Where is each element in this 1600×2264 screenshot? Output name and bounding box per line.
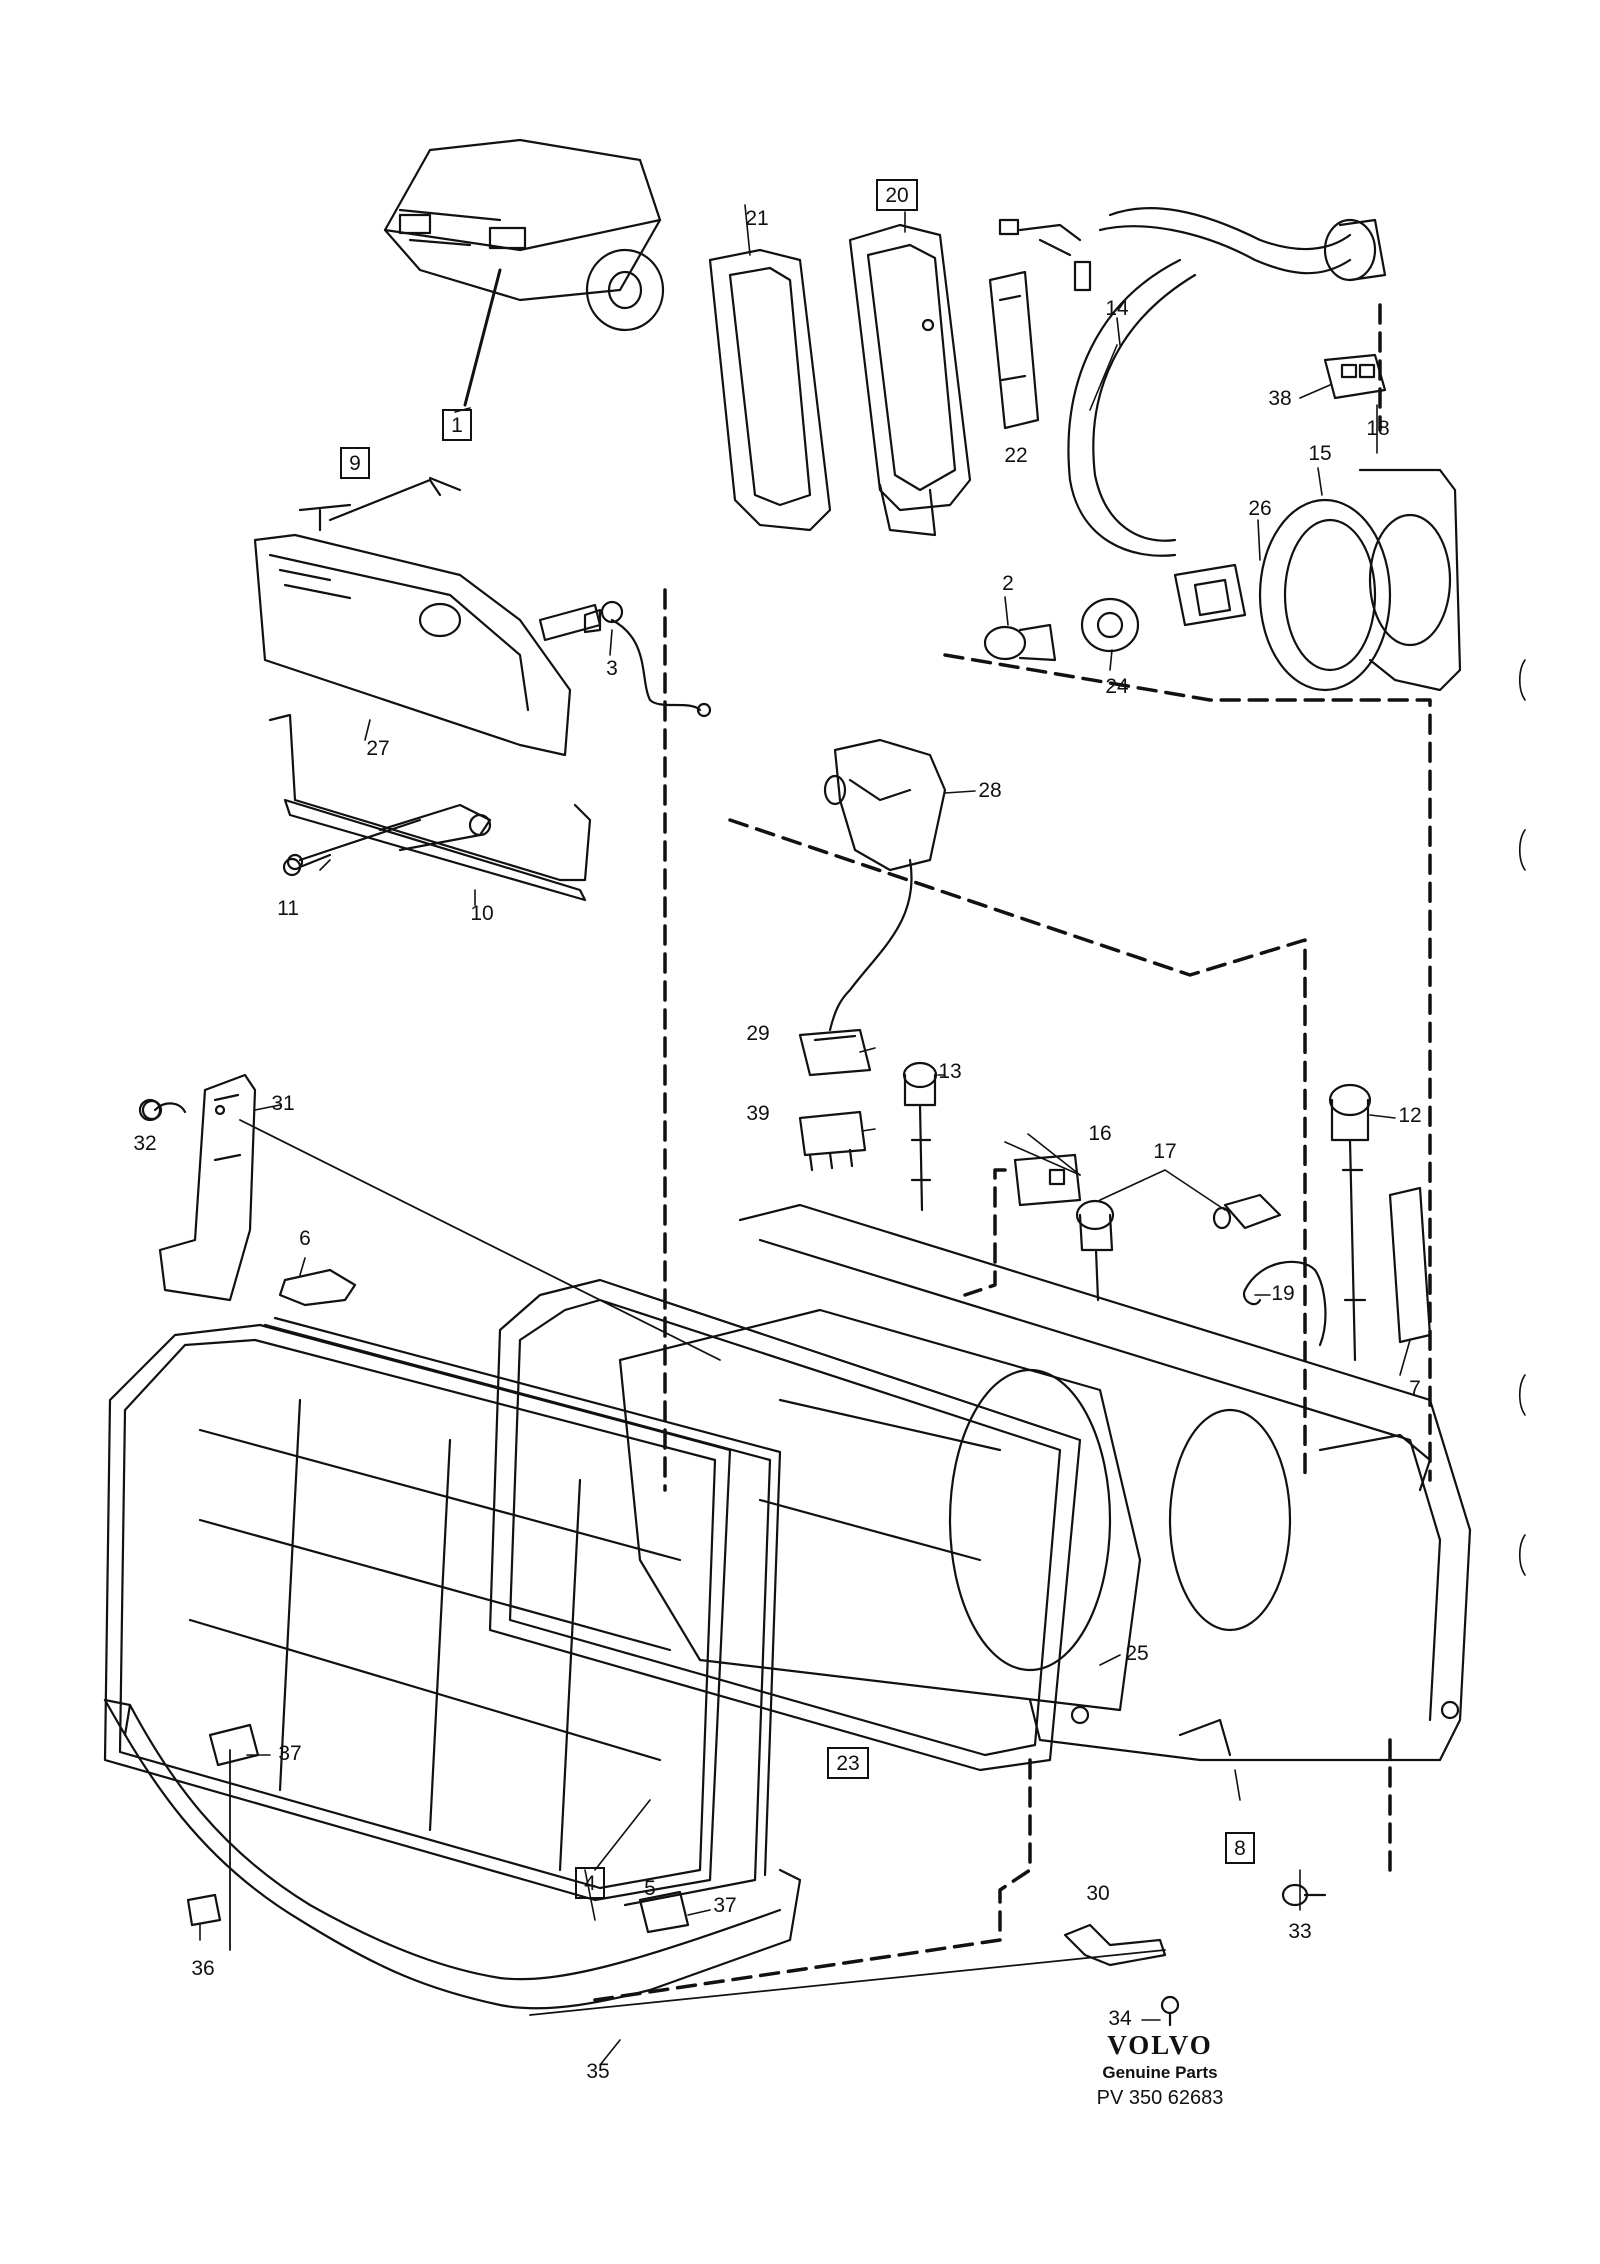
brand-logo: VOLVO [1107, 2030, 1213, 2060]
part-label-7: 7 [1409, 1377, 1421, 1400]
headlamp-lens-4 [103, 1323, 732, 1902]
bulb-2 [983, 623, 1057, 662]
part-label-14: 14 [1105, 297, 1129, 320]
side-bulb-17 [1212, 1193, 1282, 1230]
trim-strip-35 [103, 1698, 802, 2010]
part-label-19: 19 [1271, 1282, 1294, 1305]
part-label-26: 26 [1248, 497, 1271, 520]
part-label-30: 30 [1086, 1882, 1109, 1905]
screw-11 [282, 853, 332, 877]
part-label-17: 17 [1153, 1140, 1176, 1163]
screw-33 [1281, 1883, 1327, 1907]
part-label-21: 21 [745, 207, 768, 230]
gasket-21 [708, 248, 832, 532]
clip-37-upper [208, 1723, 260, 1767]
socket-3 [583, 608, 602, 634]
part-label-35: 35 [586, 2060, 609, 2083]
part-label-10: 10 [470, 902, 493, 925]
part-label-5: 5 [644, 1877, 656, 1900]
part-label-3: 3 [606, 657, 618, 680]
part-label-2: 2 [1002, 572, 1014, 595]
part-label-25: 25 [1125, 1642, 1148, 1665]
part-label-36: 36 [191, 1957, 214, 1980]
bulb-holder-24 [1080, 597, 1140, 653]
adjuster-12 [1328, 1083, 1372, 1362]
connector-38 [1323, 353, 1387, 400]
part-label-33: 33 [1288, 1920, 1311, 1943]
adjuster-screw-17 [1075, 1199, 1115, 1302]
spring-clip-19 [1242, 1260, 1327, 1347]
part-label-31: 31 [271, 1092, 294, 1115]
main-housing-8 [738, 1203, 1472, 1762]
car-location-sketch [383, 138, 665, 407]
part-label-4: 4 [584, 1872, 596, 1895]
housing-cover-20 [848, 223, 972, 537]
part-label-8: 8 [1234, 1837, 1246, 1860]
part-label-box-9 [340, 447, 370, 479]
part-label-13: 13 [938, 1060, 961, 1083]
part-label-box-1 [442, 409, 472, 441]
connector-26 [1173, 563, 1247, 627]
clip-22 [988, 270, 1040, 430]
wiring-harness-14 [998, 207, 1387, 557]
bracket-30 [1063, 1923, 1167, 1967]
reflector-frame-23 [488, 1278, 1082, 1772]
part-label-29: 29 [746, 1022, 769, 1045]
part-label-18: 18 [1366, 417, 1389, 440]
leader-lines [199, 204, 1411, 2066]
connector-39 [798, 1110, 867, 1172]
part-label-34: 34 [1108, 2007, 1132, 2030]
assembly-thin-lines [229, 1119, 1166, 2016]
connector-29 [798, 1028, 872, 1077]
part-label-box-23 [827, 1747, 869, 1779]
clip-7 [1388, 1186, 1432, 1344]
brand-part-code: PV 350 62683 [1096, 2087, 1224, 2109]
corner-lamp-27 [253, 476, 712, 757]
part-label-28: 28 [978, 779, 1001, 802]
assembly-dashed-lines [593, 303, 1432, 2002]
part-label-22: 22 [1004, 444, 1027, 467]
part-label-37b: 37 [713, 1894, 736, 1917]
margin-marks [1518, 659, 1526, 1576]
plug-16 [1013, 1153, 1082, 1207]
part-label-38: 38 [1268, 387, 1291, 410]
part-label-16: 16 [1088, 1122, 1111, 1145]
part-label-20: 20 [885, 184, 908, 207]
part-label-box-20 [876, 179, 918, 211]
clip-6 [278, 1268, 357, 1307]
bracket-10 [268, 713, 592, 902]
screw-32 [141, 1099, 163, 1121]
reflector-25 [618, 1308, 1292, 1712]
part-label-9: 9 [349, 452, 361, 475]
part-label-box-8 [1225, 1832, 1255, 1864]
clip-36 [186, 1893, 222, 1927]
part-label-1: 1 [451, 414, 463, 437]
seal-ring-15 [1258, 498, 1392, 692]
part-label-27: 27 [366, 737, 389, 760]
leveling-motor-28 [823, 738, 947, 1032]
screw-34 [1160, 1995, 1180, 2027]
part-label-6: 6 [299, 1227, 311, 1250]
part-label-box-4 [575, 1867, 605, 1899]
part-label-39: 39 [746, 1102, 769, 1125]
bracket-31 [138, 1073, 257, 1302]
part-label-11: 11 [277, 897, 299, 920]
clip-37-lower [638, 1890, 690, 1934]
rear-cover-18 [1358, 468, 1462, 692]
part-label-32: 32 [133, 1132, 156, 1155]
part-label-12: 12 [1398, 1104, 1421, 1127]
part-label-15: 15 [1308, 442, 1331, 465]
part-label-37a: 37 [278, 1742, 301, 1765]
part-label-24: 24 [1105, 675, 1129, 698]
brand-subtitle: Genuine Parts [1102, 2063, 1218, 2082]
part-label-23: 23 [836, 1752, 859, 1775]
brand-block: VOLVO Genuine Parts PV 350 62683 [1080, 2030, 1240, 2110]
adjuster-13 [902, 1061, 938, 1212]
